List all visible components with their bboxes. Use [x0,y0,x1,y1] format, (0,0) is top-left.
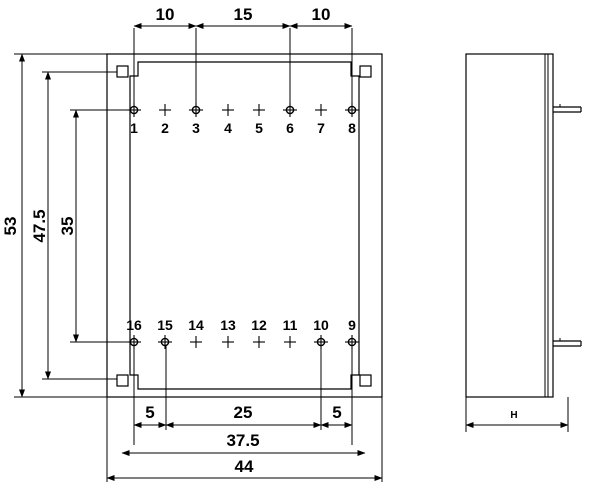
dim-label-5-right: 5 [332,403,341,422]
side-view: H [465,53,582,432]
corner-square-br [359,374,372,387]
top-pin-label-5: 5 [255,120,263,136]
bottom-pin-row: 16 15 14 13 12 11 10 9 [126,317,359,349]
left-dimension-group: 53 47.5 35 [1,53,128,398]
front-view [106,53,383,398]
bottom-pin-label-6: 11 [283,317,298,333]
top-pin-label-8: 8 [348,120,356,136]
top-pin-label-1: 1 [130,120,138,136]
corner-square-tl [116,65,129,78]
top-pin-label-4: 4 [224,120,232,136]
bottom-pin-label-3: 14 [188,317,204,333]
top-dimension-group: 10 15 10 [133,5,353,106]
side-body [465,53,554,398]
bottom-dimension-group: 5 25 5 37.5 44 [106,346,383,482]
top-pin-label-2: 2 [161,120,169,136]
bottom-pin-label-1: 16 [126,317,142,333]
bottom-pin-label-4: 13 [220,317,236,333]
dim-label-top-1: 10 [156,5,175,24]
dim-label-top-3: 10 [312,5,331,24]
dim-label-h: H [510,410,517,421]
dim-label-37-5: 37.5 [226,431,259,450]
top-pin-label-3: 3 [192,120,200,136]
top-pin-row: 1 2 3 4 5 6 7 8 [127,103,359,136]
corner-square-tr [359,65,372,78]
bottom-pin-label-7: 10 [313,317,329,333]
corner-square-bl [116,374,129,387]
top-pin-label-6: 6 [286,120,294,136]
bottom-pin-label-8: 9 [348,317,356,333]
top-pin-label-7: 7 [317,120,325,136]
inner-outline [129,61,360,390]
dim-label-53: 53 [1,217,20,236]
bottom-pin-label-5: 12 [251,317,267,333]
dim-label-35: 35 [58,217,77,236]
dim-label-top-2: 15 [234,5,253,24]
bottom-pin-label-2: 15 [157,317,173,333]
dim-label-25: 25 [234,403,253,422]
dim-label-44: 44 [235,457,254,476]
dim-label-5-left: 5 [145,403,154,422]
dim-label-47-5: 47.5 [30,209,49,242]
housing-outline [106,53,383,398]
